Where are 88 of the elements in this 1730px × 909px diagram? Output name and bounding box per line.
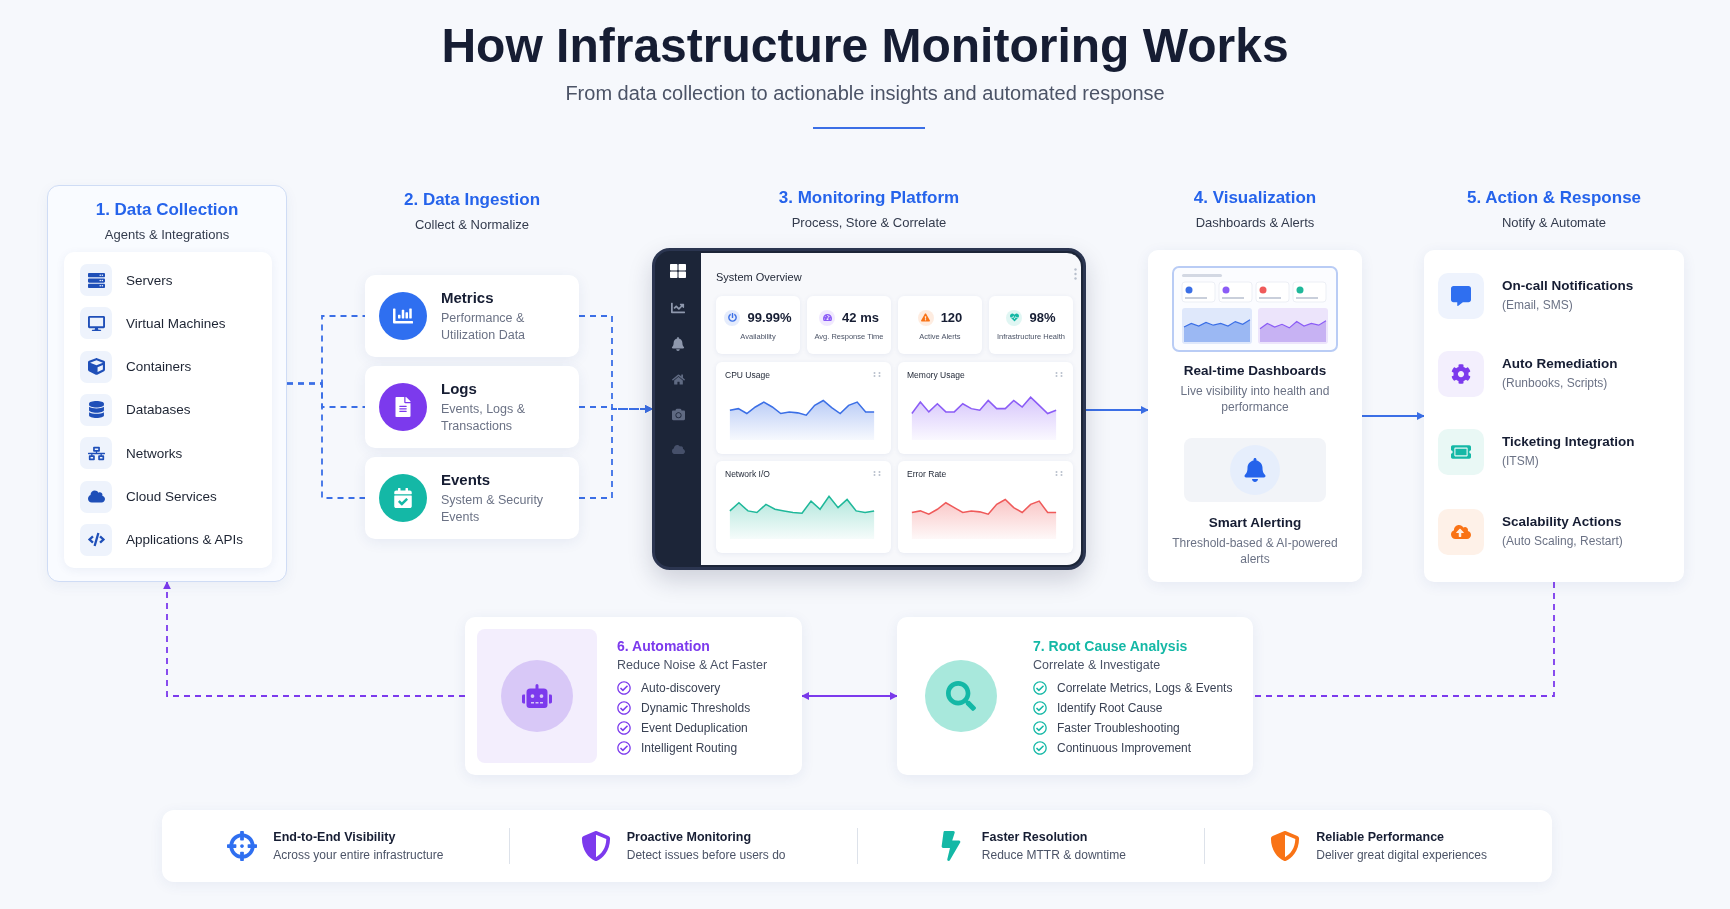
checklist-item: Event Deduplication [641,720,748,735]
benefit-description: Deliver great digital experiences [1316,848,1487,862]
card-title: Metrics [441,288,495,306]
source-label: Applications & APIs [126,532,244,548]
dashed-connector [1252,581,1555,697]
source-label: Networks [126,445,183,461]
checklist-item: Continuous Improvement [1057,740,1192,755]
data-type-card [365,366,579,448]
source-label: Servers [126,272,173,288]
checklist-item: Correlate Metrics, Logs & Events [1057,680,1233,695]
data-type-card [365,275,579,357]
chart-panel [716,461,891,553]
source-label: Cloud Services [126,489,217,505]
card-description: System & Security Events [441,491,545,526]
source-label: Containers [126,359,192,375]
card-title: Ticketing Integration [1502,434,1635,450]
card-title: Auto Remediation [1502,356,1618,372]
metric-value: 98% [1029,310,1056,325]
card-description: Events, Logs & Transactions [441,400,527,435]
card-description: Correlate & Investigate [1033,657,1162,672]
metric-tile [716,296,800,354]
chart-panel [898,461,1073,553]
benefit-description: Detect issues before users do [626,848,786,862]
feature-card [897,617,1253,775]
feature-card [465,617,802,775]
stage-title: 4. Visualization [1193,188,1317,208]
metric-tile [898,296,982,354]
card-description: (Auto Scaling, Restart) [1502,533,1623,550]
checklist-item: Identify Root Cause [1057,700,1163,715]
benefit-title: Faster Resolution [981,830,1089,844]
dashed-connector [286,382,366,499]
card-title: Events [441,470,492,488]
chart-title: Error Rate [907,469,947,479]
stage-subtitle: Notify & Automate [1501,215,1607,230]
metric-value: 99.99% [747,310,792,325]
benefit-title: End-to-End Visibility [273,830,397,844]
metric-tile [989,296,1073,354]
stage-panel [47,185,287,582]
data-type-card [365,457,579,539]
benefit-title: Reliable Performance [1316,830,1446,844]
arrow [801,692,898,700]
stage-title: 2. Data Ingestion [404,190,540,210]
card-description: Performance & Utilization Data [441,309,527,344]
checklist-item: Faster Troubleshooting [1057,720,1180,735]
card-description: (Email, SMS) [1502,297,1574,314]
card-description: (ITSM) [1502,453,1540,470]
stage-title: 3. Monitoring Platform [778,188,960,208]
metric-value: 120 [940,310,963,325]
stage-subtitle: Collect & Normalize [414,217,530,232]
source-list-card [64,252,272,568]
card-title: On-call Notifications [1502,278,1634,294]
dashed-connector [578,405,653,499]
checklist-item: Intelligent Routing [641,740,738,755]
metric-value: 42 ms [842,310,879,325]
source-label: Databases [126,402,191,418]
card-title: Scalability Actions [1502,514,1623,530]
stage-subtitle: Dashboards & Alerts [1195,215,1315,230]
checklist-item: Dynamic Thresholds [641,700,751,715]
card-title: Real-time Dashboards [1183,363,1327,378]
card-title: Logs [441,379,478,397]
arrow [1361,412,1425,420]
benefit-description: Reduce MTTR & downtime [981,848,1126,862]
chart-title: Network I/O [725,469,770,479]
source-label: Virtual Machines [126,315,226,331]
benefit-description: Across your entire infrastructure [273,848,444,862]
dashed-connector [163,581,466,697]
arrow [1085,406,1149,414]
stage-title: 1. Data Collection [95,200,239,220]
chart-panel [898,362,1073,454]
chart-title: CPU Usage [725,370,770,380]
card-title: 6. Automation [617,637,711,654]
metric-tile [807,296,891,354]
page-subtitle: From data collection to actionable insights and automated response [565,82,1165,105]
page-title: How Infrastructure Monitoring Works [441,18,1289,73]
card-description: Reduce Noise & Act Faster [617,657,768,672]
stage-subtitle: Agents & Integrations [104,227,230,242]
card-description: Live visibility into health and performance [1179,383,1331,416]
checklist-item: Auto-discovery [641,680,721,695]
benefit-title: Proactive Monitoring [626,830,753,844]
screen-title: System Overview [716,271,802,283]
card-title: 7. Root Cause Analysis [1033,637,1189,654]
card-description: Threshold-based & AI-powered alerts [1171,535,1339,568]
stage-title: 5. Action & Response [1466,188,1642,208]
card-title: Smart Alerting [1208,515,1302,530]
chart-panel [716,362,891,454]
stage-subtitle: Process, Store & Correlate [791,215,947,230]
card-description: (Runbooks, Scripts) [1502,375,1609,392]
chart-title: Memory Usage [907,370,965,380]
